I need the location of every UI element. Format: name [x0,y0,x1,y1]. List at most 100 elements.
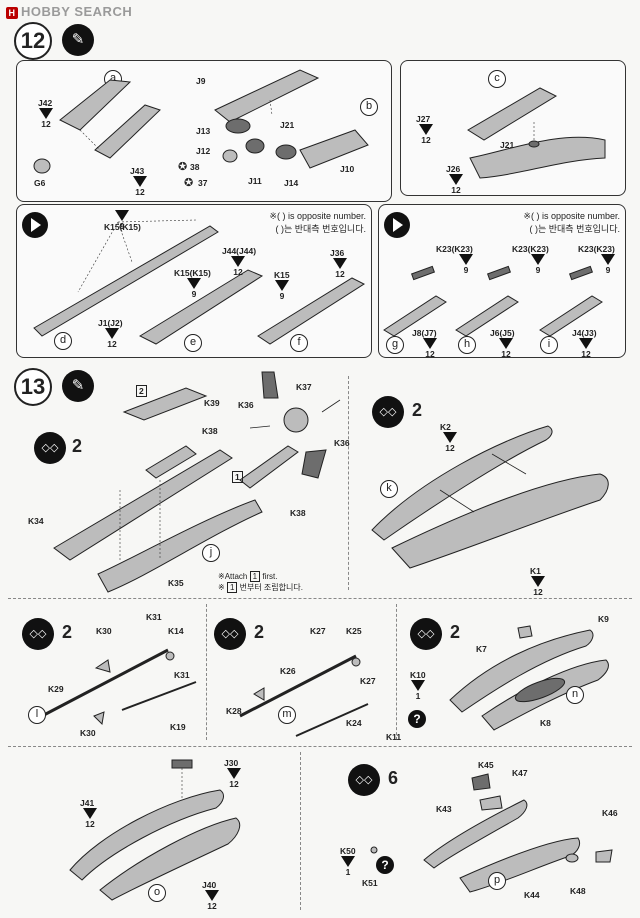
paint-and-glue-icon: ◇◇ [34,432,66,464]
sub-e-label: e [184,334,202,352]
label-J42: J42 [38,98,53,108]
label-K25: K25 [346,626,362,636]
tag-box1-t2: 12 [132,176,148,197]
tag-K50: 1 [340,856,356,877]
label-J9: J9 [196,76,206,86]
direction-icon [22,212,48,238]
box-1-marker: 2 [136,385,147,397]
label-K48: K48 [570,886,586,896]
divider-vertical [348,376,349,590]
quantity-j: 2 [72,436,83,456]
sub-d-label: d [54,332,72,350]
tag-box4-t3: 9 [530,254,546,275]
tag-K2: 12 [442,432,458,453]
divider-vertical [206,604,207,740]
tag-box3-t4: 12 [230,256,246,277]
label-K15-d: K15(K15) [104,222,141,232]
tag-K1: 12 [530,576,546,597]
label-K35: K35 [168,578,184,588]
cement-icon: ✎ [62,24,94,56]
label-K31-b: K31 [174,670,190,680]
paint-and-glue-icon: ◇◇ [214,618,246,650]
label-K1: K1 [530,566,541,576]
label-J8: J8(J7) [412,328,437,338]
label-J43: J43 [130,166,145,176]
label-K30-b: K30 [80,728,96,738]
sub-p-label: p [488,872,506,890]
label-K10: K10 [410,670,426,680]
label-K23-h: K23(K23) [512,244,549,254]
tag-box3-t5: 9 [274,280,290,301]
label-J1: J1(J2) [98,318,123,328]
label-J21: J21 [280,120,295,130]
label-K39: K39 [204,398,220,408]
label-K44: K44 [524,890,540,900]
label-K24: K24 [346,718,362,728]
sub-k-label: k [380,480,398,498]
attach-first-note-en: ※Attach 1 first. [218,571,278,582]
label-K28: K28 [226,706,242,716]
label-K2: K2 [440,422,451,432]
quantity-k: 2 [412,400,423,420]
label-K9: K9 [598,614,609,624]
label-G6: G6 [34,178,46,188]
quantity-n: 2 [450,622,461,642]
opposite-number-note: ※( ) is opposite number.( )는 반대측 번호입니다. [523,211,620,234]
tag-box3-t1: 9 [114,210,130,231]
sub-c-label: c [488,70,506,88]
divider-row4 [8,746,632,747]
quantity-p: 6 [388,768,399,788]
label-K51: K51 [362,878,378,888]
label-K8: K8 [540,718,551,728]
label-K19: K19 [170,722,186,732]
sub-i-label: i [540,336,558,354]
cement-icon: ✎ [62,370,94,402]
label-K29: K29 [48,684,64,694]
step-12-number: 12 [14,22,52,60]
hobby-search-logo-icon: H [6,7,18,19]
question-mark-icon: ? [376,856,394,874]
sub-m-label: m [278,706,296,724]
label-K36-b: K36 [334,438,350,448]
label-K14: K14 [168,626,184,636]
opposite-number-note: ※( ) is opposite number.( )는 반대측 번호입니다. [269,211,366,234]
label-J10: J10 [340,164,355,174]
tag-J40: 12 [204,890,220,911]
sub-g-label: g [386,336,404,354]
label-K50: K50 [340,846,356,856]
step-13-number: 13 [14,368,52,406]
divider-vertical [300,752,301,910]
label-J21-c: J21 [500,140,515,150]
label-J6: J6(J5) [490,328,515,338]
sub-l-label: l [28,706,46,724]
quantity-m: 2 [254,622,265,642]
star-marker-icon: ✪ [184,177,194,189]
box-1-small: 1 [232,471,243,483]
label-J27: J27 [416,114,431,124]
tag-box3-t2: 12 [104,328,120,349]
label-K43: K43 [436,804,452,814]
label-J26: J26 [446,164,461,174]
paint-and-glue-icon: ◇◇ [372,396,404,428]
quantity-l: 2 [62,622,73,642]
label-K7: K7 [476,644,487,654]
label-J30: J30 [224,758,239,768]
label-38: 38 [190,162,200,172]
attach-first-note-kr: ※ 1 번부터 조립합니다. [218,582,303,593]
label-J41: J41 [80,798,95,808]
label-K23-g: K23(K23) [436,244,473,254]
tag-box4-t4: 12 [498,338,514,359]
step12-box-ghi [378,204,626,358]
label-K27-a: K27 [310,626,326,636]
